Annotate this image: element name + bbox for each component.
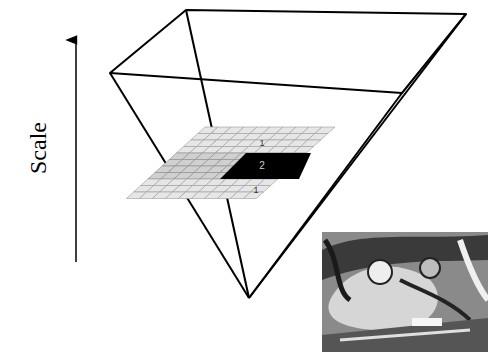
grid-cell — [243, 192, 263, 199]
level-number: 1 — [253, 186, 258, 195]
level-number: 2 — [259, 161, 265, 171]
photo — [322, 232, 488, 352]
grid-cell — [293, 147, 313, 154]
level-number: 1 — [259, 139, 264, 148]
grid-cell — [315, 127, 335, 134]
grid-cell — [308, 134, 328, 141]
grid-cell — [258, 179, 278, 186]
center-block — [220, 153, 311, 179]
grid-cell — [301, 140, 321, 147]
scale-arrow — [75, 40, 77, 262]
axis-label: Scale — [26, 122, 50, 174]
scale-grid — [126, 127, 335, 199]
